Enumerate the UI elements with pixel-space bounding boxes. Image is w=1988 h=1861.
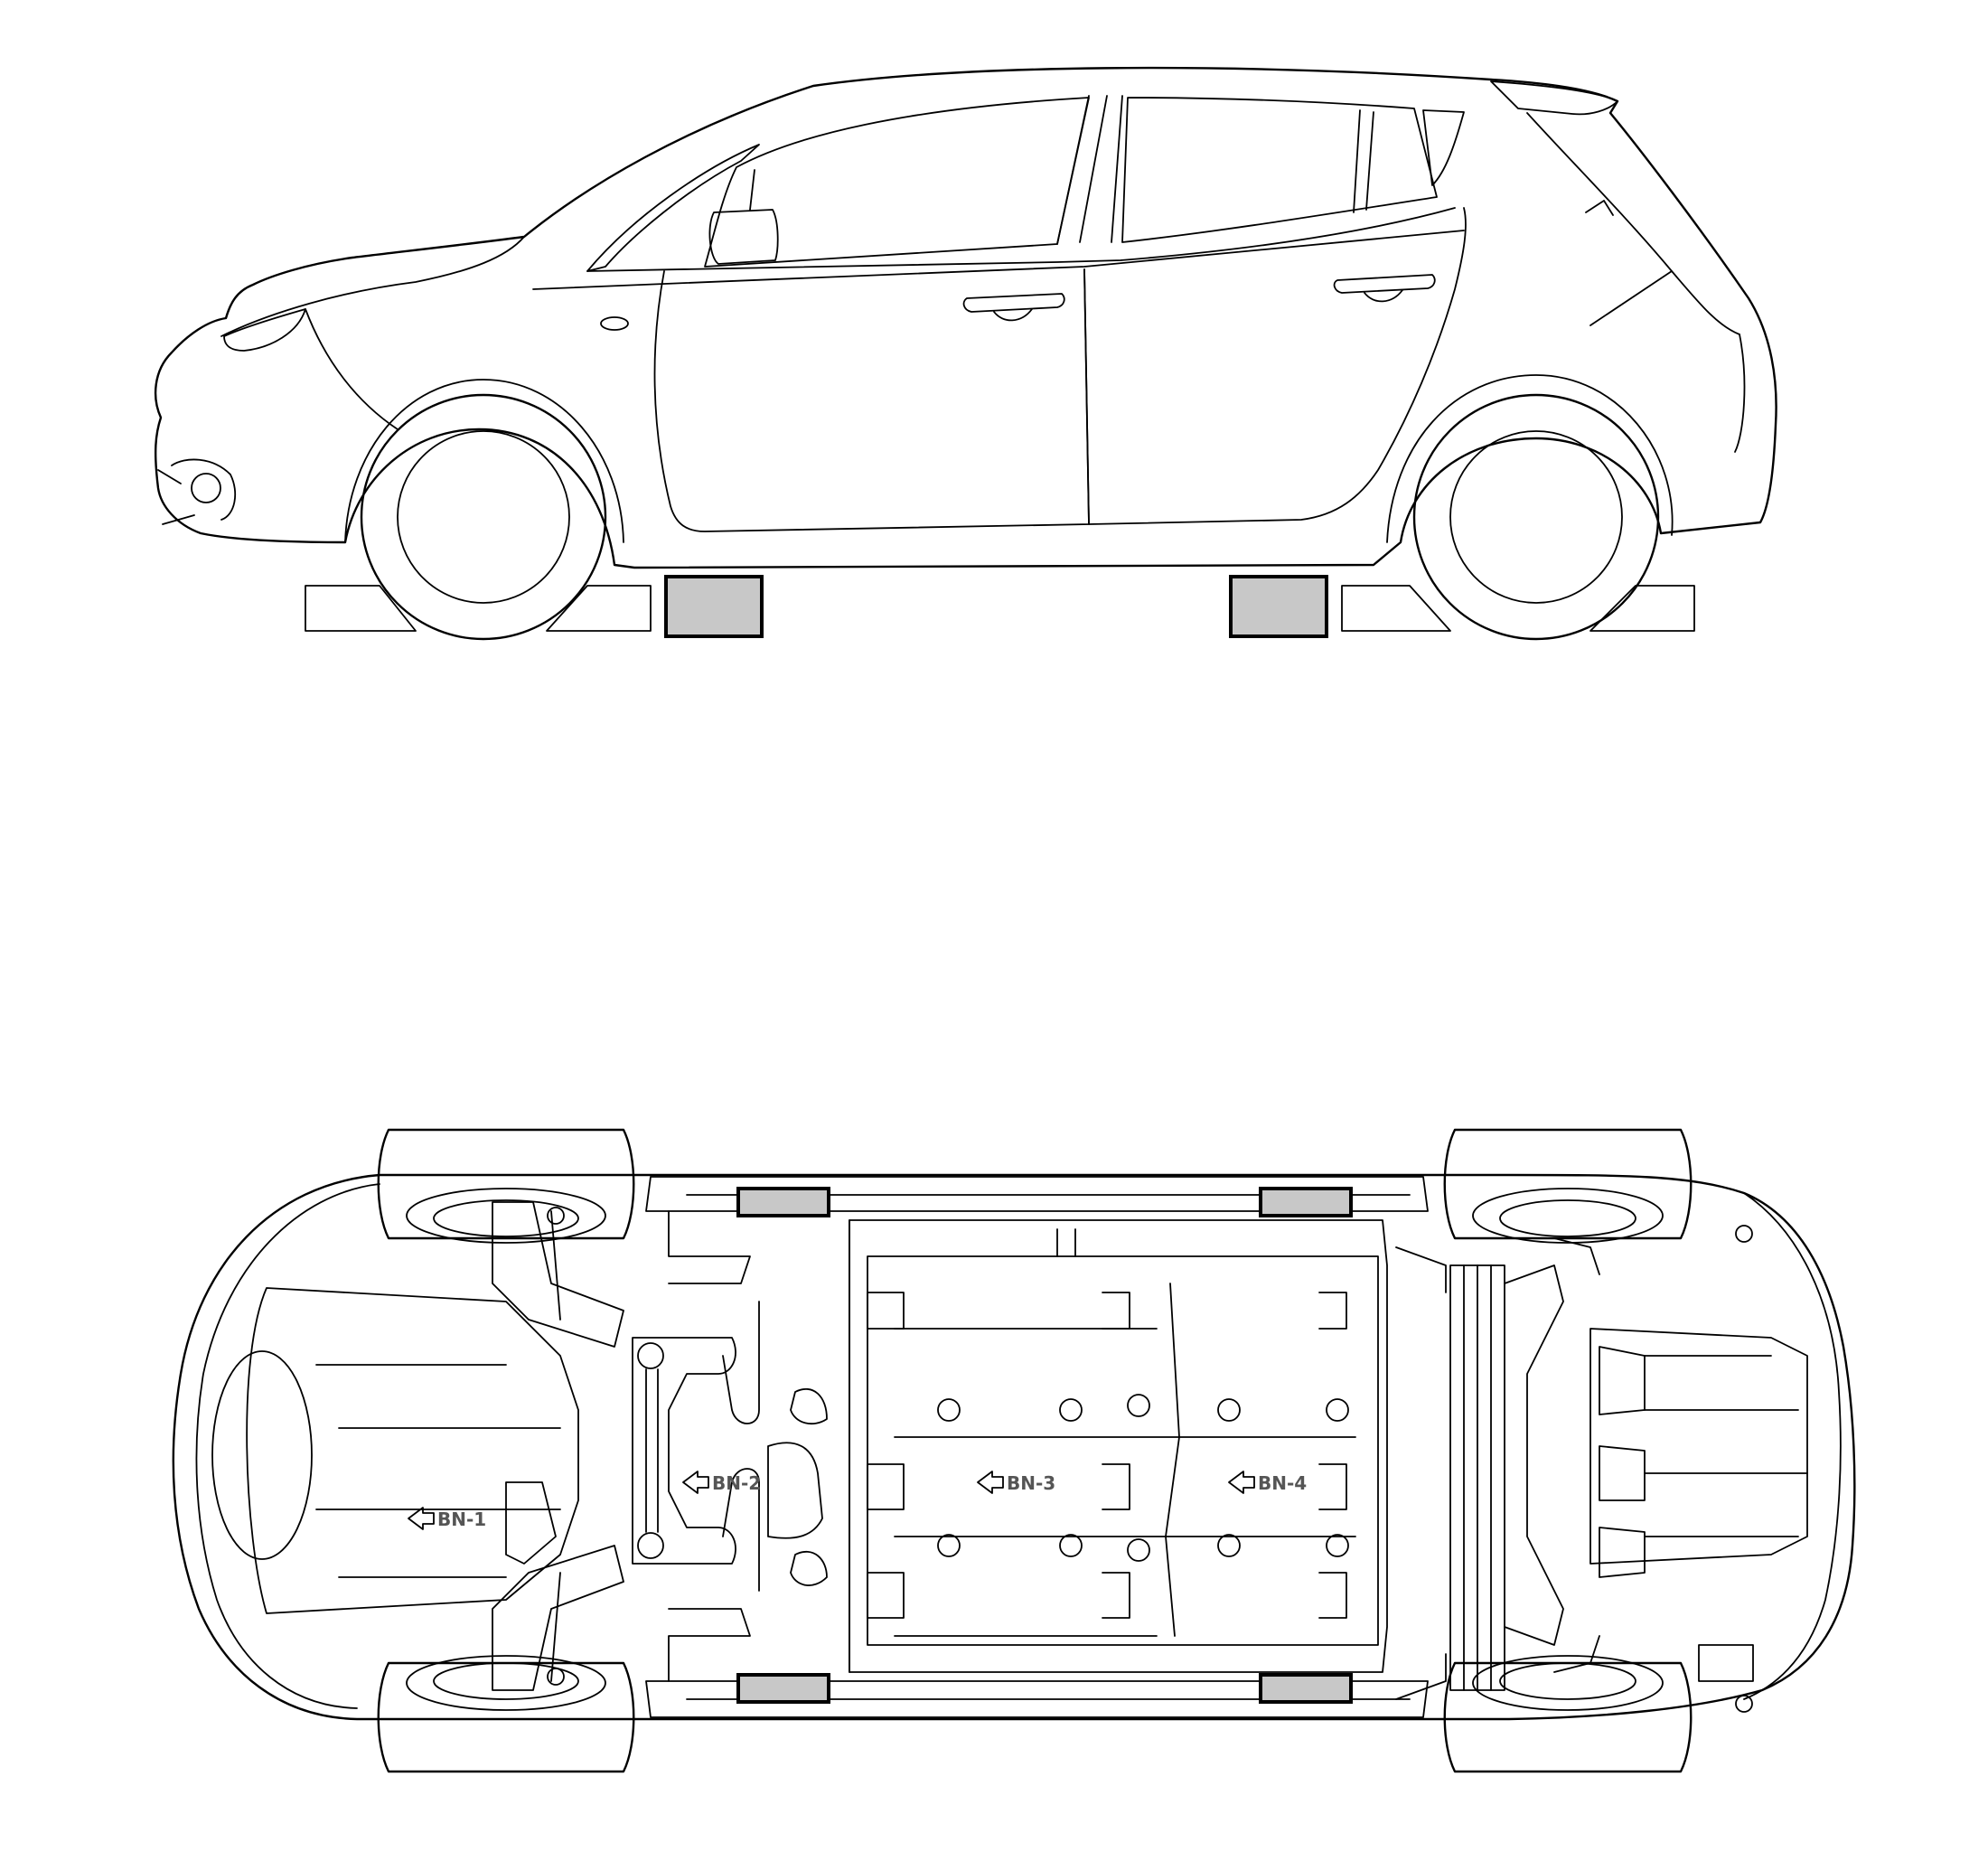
rear-wheel-ramp-right: [1589, 585, 1695, 632]
arrow-left-icon: [1228, 1471, 1255, 1494]
front-wheel-ramp-right: [546, 585, 652, 632]
rear-right-tire: [1443, 1655, 1693, 1773]
rear-wheel-ramp-left: [1341, 585, 1451, 632]
bn-2-label: BN-2: [712, 1472, 761, 1494]
lift-pad-rear-side: [1229, 575, 1328, 638]
front-wheel: [360, 393, 607, 641]
bn-3-label: BN-3: [1007, 1472, 1055, 1494]
lift-pad-rear-left: [1259, 1187, 1353, 1217]
belt-line: [586, 207, 1456, 272]
arrow-left-icon: [408, 1507, 435, 1530]
fog-light: [191, 473, 221, 503]
arrow-left-icon: [682, 1471, 709, 1494]
rear-door-handle: [1333, 274, 1436, 294]
front-left-tire: [377, 1128, 635, 1244]
rear-wheel-arch: [1386, 374, 1674, 543]
quarter-window: [1422, 109, 1465, 186]
underbody-outline: [172, 1173, 1856, 1721]
rear-spoiler: [1490, 80, 1618, 116]
front-door-handle: [962, 293, 1065, 313]
rear-door: [1083, 207, 1467, 525]
hood-line: [220, 236, 525, 337]
side-view: [154, 66, 1777, 641]
lift-pad-front-left: [736, 1187, 830, 1217]
rear-axle-beam: [1449, 1264, 1505, 1691]
bn-1-label: BN-1: [437, 1509, 486, 1530]
windshield: [586, 144, 760, 272]
underbody-view: BN-1 BN-2 BN-3 BN-4: [172, 1128, 1856, 1773]
headlight-crease: [305, 308, 399, 430]
front-wheel-ramp-left: [305, 585, 417, 632]
side-mirror: [708, 209, 779, 265]
arrow-label-bn-1: BN-1: [408, 1507, 486, 1530]
rear-under-cover: [1589, 1328, 1808, 1565]
arrow-label-bn-3: BN-3: [977, 1471, 1055, 1494]
front-right-tire: [377, 1655, 635, 1773]
right-sill: [645, 1680, 1429, 1718]
arrow-left-icon: [977, 1471, 1004, 1494]
rear-left-tire: [1443, 1128, 1693, 1244]
headlight: [223, 308, 306, 352]
front-motor-housing: [211, 1350, 313, 1560]
car-body-outline: [154, 66, 1777, 569]
arrow-label-bn-4: BN-4: [1228, 1471, 1307, 1494]
front-subframe: [632, 1337, 736, 1565]
rear-window: [1121, 97, 1438, 243]
battery-tray: [849, 1219, 1388, 1673]
lift-pad-rear-right: [1259, 1673, 1353, 1704]
left-sill: [645, 1176, 1429, 1212]
charge-port: [600, 316, 629, 331]
rear-wheel: [1412, 393, 1660, 641]
front-wheel-arch: [344, 379, 624, 543]
tail-light: [1526, 112, 1740, 335]
lift-pad-front-side: [664, 575, 764, 638]
front-window: [704, 97, 1090, 268]
front-door: [653, 268, 1090, 532]
bn-4-label: BN-4: [1258, 1472, 1307, 1494]
arrow-label-bn-2: BN-2: [682, 1471, 761, 1494]
lift-pad-front-right: [736, 1673, 830, 1704]
front-under-cover: [246, 1287, 579, 1614]
